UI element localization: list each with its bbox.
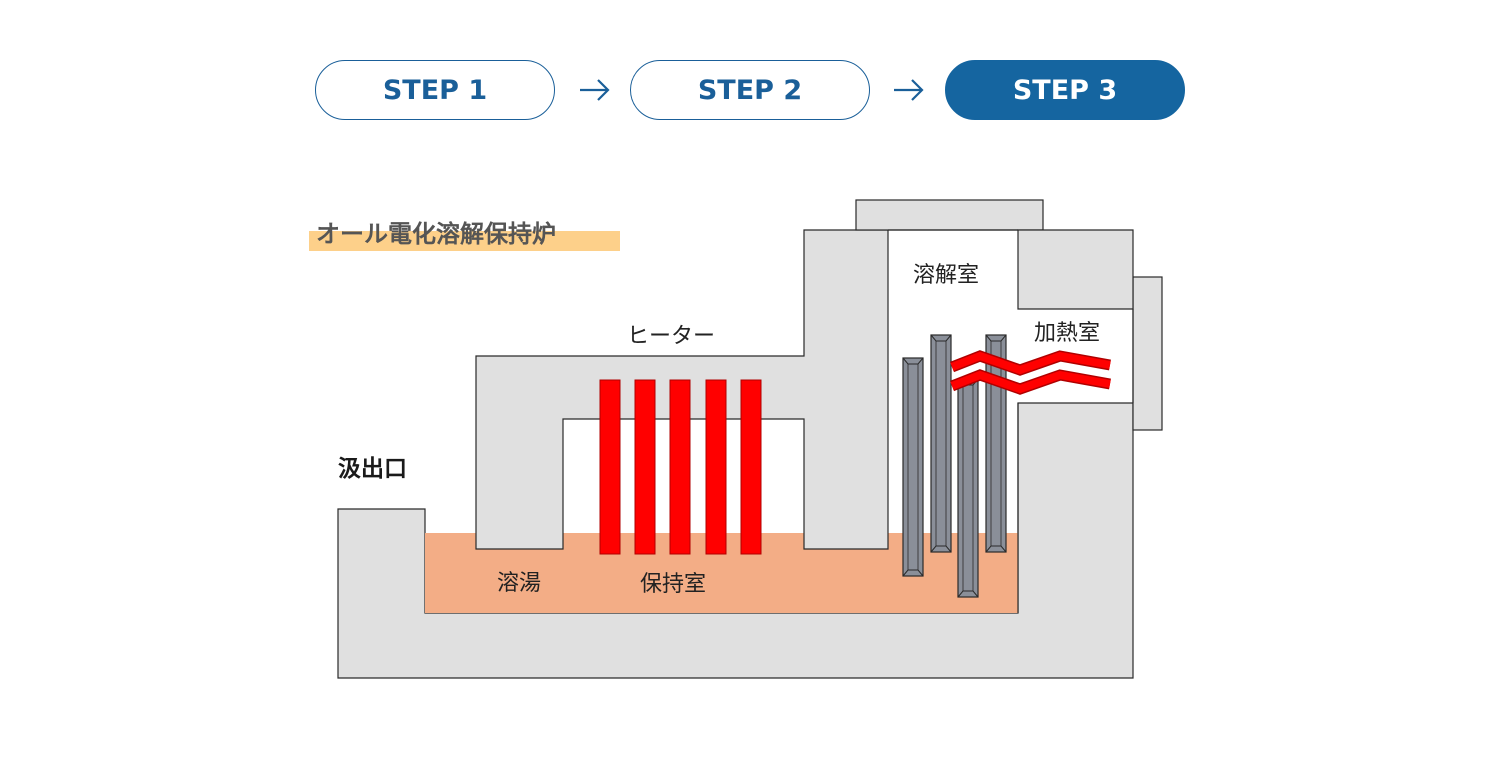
electrode (957, 378, 979, 598)
electrode-bundle (902, 334, 1007, 598)
heating-chamber-door (1132, 276, 1163, 431)
melting-chamber-lid (855, 199, 1044, 231)
heater-rod (669, 379, 691, 555)
step-3-button[interactable]: STEP 3 (945, 60, 1185, 120)
arrow-right-icon (894, 79, 924, 101)
heater-rod (599, 379, 621, 555)
label-melting-chamber: 溶解室 (913, 263, 979, 288)
heater-rod (634, 379, 656, 555)
label-tap-hole: 汲出口 (338, 456, 407, 482)
arrow-right-icon (580, 79, 610, 101)
heater-rod (705, 379, 727, 555)
label-melt: 溶湯 (497, 571, 541, 596)
heater-rod (740, 379, 762, 555)
electrode (930, 334, 952, 553)
step-1-button[interactable]: STEP 1 (315, 60, 555, 120)
label-heater: ヒーター (627, 324, 715, 349)
step-progress: STEP 1 STEP 2 STEP 3 (0, 0, 1500, 150)
label-holding-chamber: 保持室 (640, 572, 706, 597)
electrode (902, 357, 924, 577)
title-highlight (309, 231, 620, 251)
diagram-title: オール電化溶解保持炉 (316, 220, 556, 248)
step-2-button[interactable]: STEP 2 (630, 60, 870, 120)
heating-chamber-wall (1017, 229, 1134, 310)
label-heating-chamber: 加熱室 (1034, 321, 1100, 346)
molten-metal (425, 533, 1018, 613)
